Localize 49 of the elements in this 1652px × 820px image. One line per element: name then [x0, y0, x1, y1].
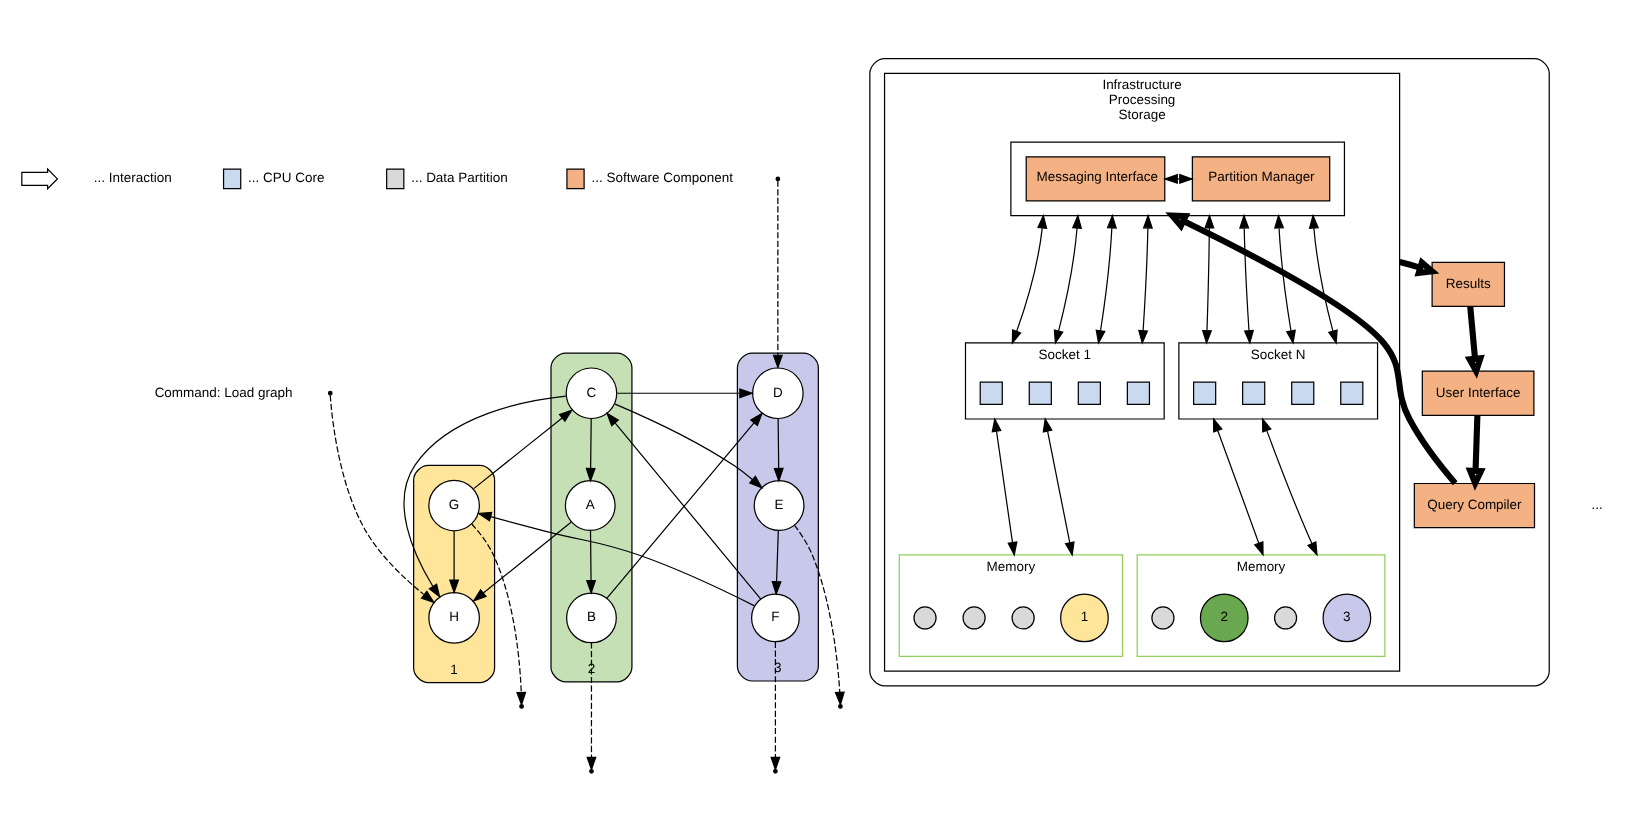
arrow: [448, 529, 460, 594]
node-circle: [962, 605, 986, 629]
node-circle: [1151, 605, 1175, 629]
node-circle: [1011, 605, 1035, 629]
node-circle: [913, 605, 937, 629]
arrow: [1095, 212, 1117, 344]
arrow: [614, 402, 764, 488]
arrow: [1163, 172, 1194, 184]
arrow: [585, 529, 597, 594]
arrow: [1138, 212, 1154, 344]
arrow: [1464, 305, 1485, 378]
node-box: [979, 380, 1003, 404]
arrow: [1261, 416, 1318, 556]
node-box: [1340, 380, 1364, 404]
arrow: [472, 520, 572, 601]
arrow: [329, 393, 441, 603]
node-circle: [1273, 605, 1298, 629]
arrow: [585, 417, 596, 482]
arrow: [1465, 414, 1486, 490]
cluster: [869, 57, 1550, 686]
node-box: [1077, 380, 1101, 404]
cluster: [1010, 140, 1346, 216]
arrow: [471, 522, 527, 706]
node-box: [1126, 380, 1151, 404]
arrow: [403, 394, 567, 603]
arrow: [1165, 211, 1458, 485]
arrow: [476, 510, 756, 606]
arrow: [991, 416, 1018, 556]
node-box: [1192, 380, 1217, 404]
arrow: [1397, 256, 1440, 276]
node-box: [1028, 380, 1052, 404]
arrow: [586, 641, 597, 771]
node-box: [1242, 380, 1266, 404]
arrow: [771, 529, 782, 595]
arrow: [1308, 212, 1338, 344]
arrow: [770, 640, 781, 771]
arrow: [1053, 212, 1083, 344]
arrow: [473, 408, 574, 489]
node-box: [1291, 380, 1315, 404]
arrow: [1042, 416, 1075, 556]
arrow: [1239, 212, 1255, 344]
arrow: [1212, 416, 1264, 556]
arrow: [1011, 212, 1048, 344]
arrow: [616, 387, 754, 398]
arrow: [772, 179, 784, 369]
arrow: [1273, 212, 1296, 344]
arrow: [793, 523, 845, 706]
arrow: [773, 417, 784, 482]
arrow: [1201, 212, 1215, 344]
